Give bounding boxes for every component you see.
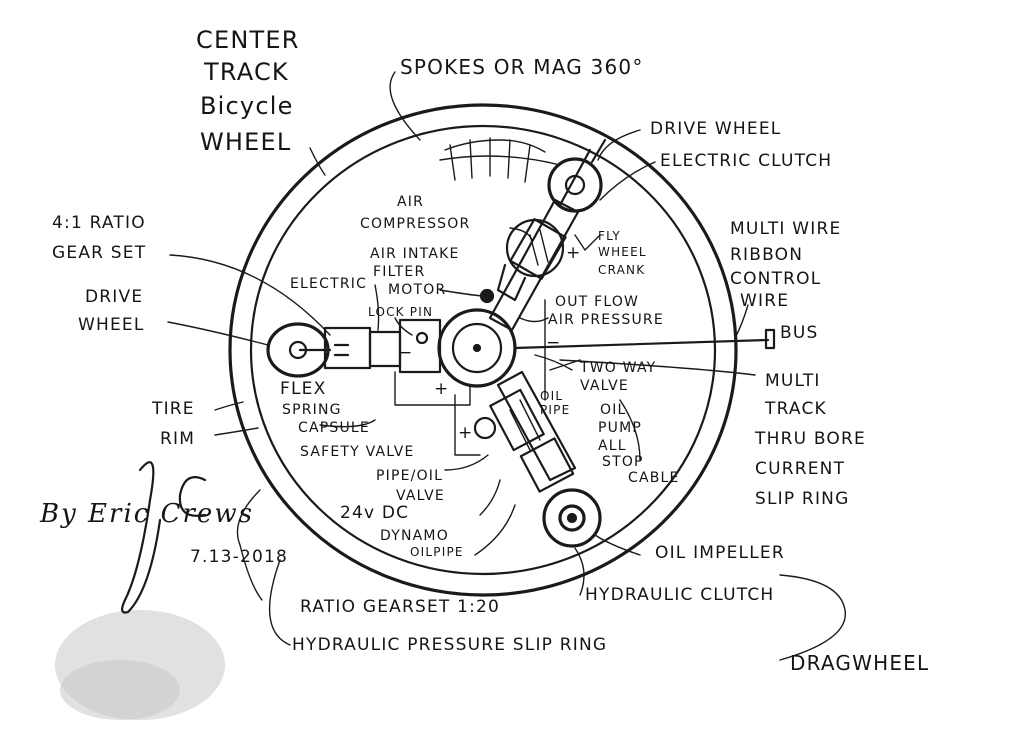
label-out-flow: OUT FLOW [555, 294, 639, 310]
label-control: CONTROL [730, 269, 821, 289]
label-two-way: TWO WAY [579, 360, 656, 376]
title-line-1: CENTER [196, 26, 300, 54]
label-oil-pump-1: OIL [600, 402, 627, 418]
label-wheel-left: WHEEL [78, 315, 145, 335]
label-spring: SPRING [282, 402, 342, 418]
label-air: AIR [397, 194, 424, 210]
label-thru-bore: THRU BORE [754, 429, 866, 449]
label-fly-wheel: WHEEL [598, 245, 647, 259]
label-valve-2: VALVE [396, 488, 445, 504]
label-oilpipe: OILPIPE [410, 545, 464, 559]
label-fly: FLY [598, 229, 621, 243]
multi-wire-bus [513, 328, 776, 350]
signature-byline: By Eric Crews [39, 499, 254, 529]
polarity-plus-pump: + [458, 423, 473, 443]
label-pump: PUMP [598, 420, 642, 436]
label-track: TRACK [764, 399, 827, 419]
diagram-title: CENTER TRACK Bicycle WHEEL [196, 26, 300, 156]
component-labels: SPOKES OR MAG 360° DRIVE WHEEL ELECTRIC … [52, 55, 929, 675]
polarity-plus-compressor: + [566, 243, 581, 263]
label-oil: OIL [540, 389, 563, 403]
label-crank: CRANK [598, 263, 645, 277]
label-drive-wheel-right: DRIVE WHEEL [650, 119, 781, 139]
electric-motor [298, 318, 442, 374]
spokes-sketch [439, 137, 561, 183]
label-valve: VALVE [580, 378, 629, 394]
label-rim: RIM [160, 429, 195, 449]
label-pipe: PIPE [540, 403, 570, 417]
oil-pump-arm [473, 370, 577, 493]
wheel-tire-and-rim [228, 103, 738, 597]
title-line-4: WHEEL [200, 128, 291, 156]
label-hydraulic-slip-ring: HYDRAULIC PRESSURE SLIP RING [292, 635, 607, 655]
label-drive-left: DRIVE [85, 287, 143, 307]
title-line-2: TRACK [203, 58, 289, 86]
label-hydraulic-clutch: HYDRAULIC CLUTCH [585, 585, 774, 605]
label-24v-dc: 24v DC [340, 503, 409, 523]
label-air-pressure: AIR PRESSURE [548, 312, 664, 328]
scan-smudge [55, 610, 225, 720]
title-line-3: Bicycle [200, 92, 294, 120]
label-gear-set: GEAR SET [52, 243, 146, 263]
label-safety-valve: SAFETY VALVE [300, 444, 415, 460]
label-air-intake: AIR INTAKE [370, 246, 460, 262]
label-ribbon: RIBBON [730, 245, 803, 265]
label-cable: CABLE [628, 470, 680, 486]
label-filter: FILTER [373, 264, 425, 280]
leader-lines [167, 71, 846, 661]
label-ratio-gearset: RATIO GEARSET 1:20 [300, 597, 500, 617]
label-bus: BUS [780, 323, 819, 343]
label-current: CURRENT [755, 459, 845, 479]
label-capsule: CAPSULE [298, 420, 370, 436]
polarity-plus-motor: + [434, 379, 449, 399]
label-motor: MOTOR [388, 282, 446, 298]
center-hub [437, 308, 517, 388]
label-electric: ELECTRIC [290, 276, 367, 292]
label-stop: STOP [602, 454, 644, 470]
label-lock-pin: LOCK PIN [368, 305, 433, 319]
label-oil-impeller: OIL IMPELLER [655, 543, 785, 563]
wiring [394, 234, 601, 456]
label-drag-wheel: DRAGWHEEL [790, 651, 929, 675]
label-wire: WIRE [740, 291, 789, 311]
signature-flourish [121, 461, 207, 614]
drag-wheel [542, 488, 602, 548]
signature-block: By Eric Crews 7.13-2018 [39, 499, 288, 567]
label-slip-ring: SLIP RING [755, 489, 849, 509]
label-multi: MULTI [765, 371, 821, 391]
polarity-minus-hub: − [546, 333, 561, 353]
label-tire: TIRE [151, 399, 195, 419]
label-all: ALL [598, 438, 627, 454]
compressor-arm [479, 198, 580, 332]
label-compressor: COMPRESSOR [360, 216, 470, 232]
label-ratio-4-1: 4:1 RATIO [52, 213, 146, 233]
label-dynamo: DYNAMO [380, 528, 449, 544]
label-multi-wire: MULTI WIRE [730, 219, 841, 239]
polarity-minus-motor: − [398, 343, 413, 363]
signature-date: 7.13-2018 [190, 547, 288, 567]
label-flex: FLEX [280, 379, 326, 399]
label-electric-clutch: ELECTRIC CLUTCH [660, 151, 832, 171]
label-pipe-oil: PIPE/OIL [376, 468, 443, 484]
drive-wheel-right [547, 138, 607, 213]
label-spokes: SPOKES OR MAG 360° [400, 55, 644, 79]
